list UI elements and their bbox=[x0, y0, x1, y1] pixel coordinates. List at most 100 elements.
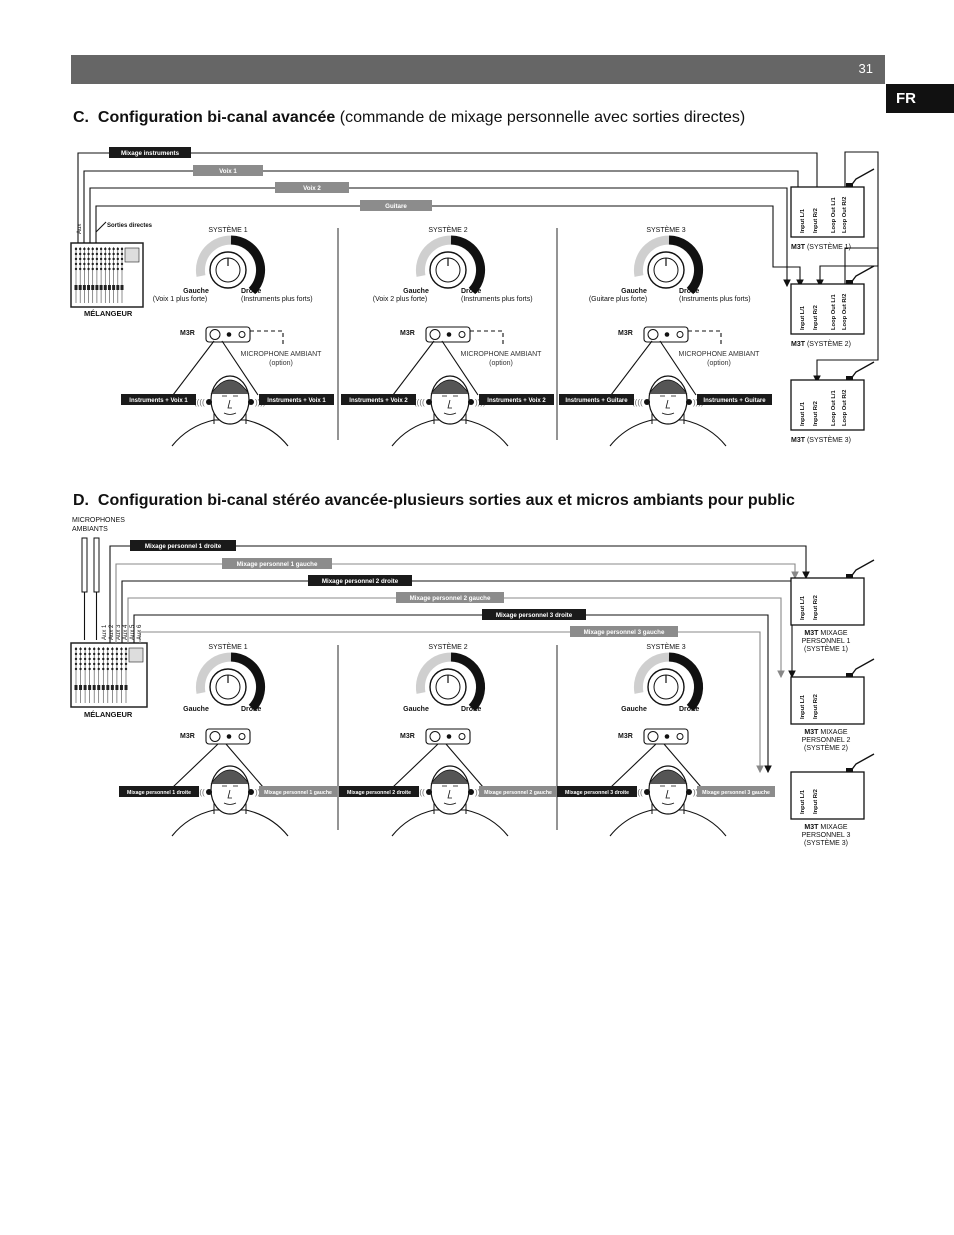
volume-dial-d bbox=[633, 652, 704, 712]
cable-guitare bbox=[95, 205, 804, 288]
ambient-mic-label: MICROPHONE AMBIANT bbox=[679, 351, 761, 358]
right-label-d: Droite bbox=[679, 706, 699, 713]
mixer-fader bbox=[107, 285, 111, 290]
mixer-knob bbox=[116, 262, 120, 266]
aux-label-d: Aux 5 bbox=[130, 624, 136, 640]
tag-bg bbox=[339, 786, 419, 797]
cable-loop-2 bbox=[813, 247, 879, 384]
mixer-knob bbox=[79, 657, 82, 661]
antenna-icon bbox=[849, 559, 875, 579]
mixer-knob bbox=[83, 257, 86, 261]
mixer-knob bbox=[74, 252, 78, 256]
aux-label-d: Aux 3 bbox=[116, 624, 122, 640]
mixer-knob bbox=[112, 257, 115, 261]
mixer-knob bbox=[95, 257, 99, 261]
tag-text: Instruments + Voix 2 bbox=[349, 398, 408, 404]
tag-text: Mixage personnel 1 droite bbox=[127, 790, 191, 796]
ambient-mic-label: MICROPHONE AMBIANT bbox=[461, 351, 543, 358]
input-r-label: Input R/2 bbox=[813, 789, 819, 814]
tag-mix-2: Mixage personnel 1 gauche bbox=[222, 558, 332, 569]
earphone-cable-left bbox=[610, 340, 653, 396]
mixer-knob bbox=[92, 652, 96, 656]
tag-left-d: Mixage personnel 2 droite bbox=[339, 786, 419, 797]
mixer-fader bbox=[87, 285, 91, 290]
m3t-system-label: (SYSTÈME 3) bbox=[804, 838, 848, 847]
mixer-knob bbox=[112, 252, 115, 256]
mixer-knob bbox=[92, 662, 96, 666]
volume-dial-d bbox=[195, 652, 266, 712]
mixer-fader bbox=[124, 685, 128, 690]
person-hair bbox=[210, 379, 250, 395]
cable-aux-2 bbox=[115, 563, 799, 643]
tag-bg bbox=[109, 147, 191, 158]
page-number: 31 bbox=[858, 61, 873, 76]
listener-d: (((()))) bbox=[171, 765, 289, 837]
dial-ring-dark bbox=[668, 652, 704, 712]
left-label-c: Gauche bbox=[403, 288, 429, 295]
mixer-knob bbox=[79, 667, 82, 671]
mixer-knob bbox=[104, 252, 107, 256]
mixer-knob bbox=[79, 647, 82, 651]
earphone-right-icon bbox=[686, 789, 692, 795]
mixer-knob bbox=[91, 267, 94, 271]
tag-bg bbox=[557, 786, 637, 797]
receiver-knob bbox=[664, 734, 670, 739]
mixer-knob bbox=[92, 667, 96, 671]
mixer-fader bbox=[106, 685, 110, 690]
mixer-knob bbox=[111, 667, 114, 671]
mixer-knob bbox=[108, 247, 111, 251]
mixer-knob bbox=[115, 647, 119, 651]
mixer-knob bbox=[97, 647, 100, 651]
section-d-heading: D. Configuration bi-canal stéréo avancée… bbox=[73, 491, 795, 511]
person-hair bbox=[648, 769, 688, 785]
tag-text: Instruments + Guitare bbox=[703, 398, 766, 404]
tag-bg bbox=[222, 558, 332, 569]
mixer-knob bbox=[78, 262, 82, 266]
transmitter-c-tx-2 bbox=[790, 265, 875, 335]
receiver-led bbox=[238, 331, 246, 338]
loop-l-label: Loop Out L/1 bbox=[831, 293, 837, 330]
tag-bg bbox=[697, 394, 772, 405]
tag-text: Instruments + Voix 1 bbox=[267, 398, 326, 404]
mixer-knob bbox=[83, 667, 87, 671]
receiver-jack bbox=[209, 329, 221, 340]
mixer-knob bbox=[74, 662, 78, 666]
mixer-knob bbox=[95, 247, 99, 251]
mixer-knob bbox=[95, 262, 99, 266]
m3r-label-d: M3R bbox=[180, 733, 195, 740]
m3t-label: M3T bbox=[791, 341, 807, 348]
left-label-d: Gauche bbox=[403, 706, 429, 713]
mixer-knob bbox=[102, 652, 105, 656]
tag-text: Mixage personnel 1 gauche bbox=[237, 561, 318, 568]
tag-left-d: Mixage personnel 1 droite bbox=[119, 786, 199, 797]
mixer-knob bbox=[106, 647, 110, 651]
mixer-knob bbox=[124, 652, 128, 656]
volume-dial-c bbox=[415, 235, 486, 295]
mixer-knob bbox=[99, 252, 103, 256]
tag-text: Mixage personnel 3 droite bbox=[565, 790, 629, 796]
mixer-knob bbox=[120, 262, 124, 266]
ambient-option-label: (option) bbox=[707, 360, 731, 367]
tag-right-c: Instruments + Guitare bbox=[697, 394, 772, 405]
left-label-d: Gauche bbox=[621, 706, 647, 713]
earphone-cable-left bbox=[172, 743, 219, 788]
mixer-knob bbox=[88, 647, 91, 651]
tag-bg bbox=[130, 540, 236, 551]
person-face bbox=[442, 785, 458, 805]
tag-text: Mixage instruments bbox=[121, 150, 180, 157]
mixer-knob bbox=[112, 247, 115, 251]
tag-bg bbox=[360, 200, 432, 211]
tag-text: Mixage personnel 3 gauche bbox=[702, 790, 770, 796]
tag-bg bbox=[697, 786, 775, 797]
mixer-knob bbox=[74, 247, 78, 251]
antenna-icon bbox=[849, 168, 875, 188]
loop-r-label: Loop Out R/2 bbox=[842, 390, 848, 426]
tag-text: Voix 2 bbox=[303, 185, 321, 192]
dial-ring-dark bbox=[230, 235, 266, 295]
earphone-cable-right bbox=[441, 340, 479, 396]
left-desc-c: (Guitare plus forte) bbox=[589, 296, 647, 303]
receiver-jack bbox=[647, 731, 659, 742]
system-title-d: SYSTÈME 1 bbox=[208, 642, 247, 651]
mixer-knob bbox=[99, 267, 103, 271]
tag-bg bbox=[193, 165, 263, 176]
